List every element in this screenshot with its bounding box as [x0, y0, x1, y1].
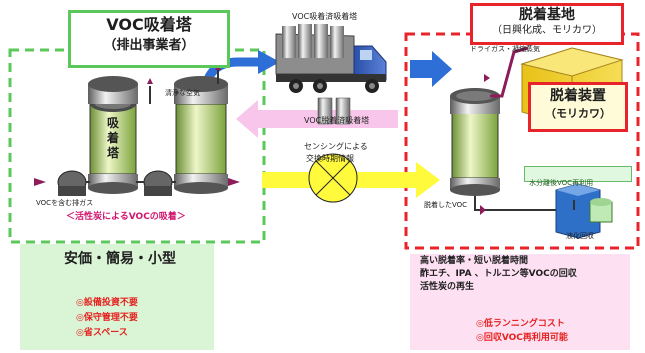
exchange-label-line2: 交換時期情報 [306, 154, 354, 163]
left-tower-label-text: 吸着塔 [106, 116, 119, 160]
right-benefit-line-3: 活性炭の再生 [420, 282, 475, 292]
right-benefit-item-2: ◎回収VOC再利用可能 [476, 333, 568, 343]
left-tower-1 [88, 76, 138, 194]
blower-right [143, 170, 173, 196]
desorb-device-label-box: 脱着装置 （モリカワ） [528, 82, 628, 132]
desorbed-voc-label: 脱着したVOC [424, 201, 468, 209]
left-title-box: VOC吸着塔 （排出事業者） [68, 10, 230, 68]
left-title-line2: （排出事業者） [103, 38, 195, 53]
water-sep-box: 水分離後VOC再利用 [524, 166, 632, 187]
blue-curve-arrow-head [258, 50, 280, 74]
right-benefit-line-1: 高い脱着率・短い脱着時間 [420, 256, 529, 266]
pink-return-arrow [236, 100, 398, 138]
left-benefits-headline: 安価・簡易・小型 [64, 251, 176, 267]
left-tower-label: 吸着塔 [104, 116, 122, 161]
clean-air-left: 清浄な空気 [165, 89, 200, 97]
separator-tank [555, 183, 601, 239]
left-benefit-2: ◎保守管理不要 [76, 313, 138, 323]
right-benefit-line-2: 酢エチ、IPA 、トルエン等VOCの回収 [420, 269, 577, 279]
return-label: VOC脱着済吸着塔 [304, 116, 370, 125]
desorb-device-line2: （モリカワ） [545, 107, 611, 120]
green-bottle [589, 198, 613, 223]
left-tower-2 [174, 72, 228, 194]
left-benefit-1: ◎設備投資不要 [76, 298, 138, 308]
left-benefit-3: ◎省スペース [76, 328, 128, 338]
right-benefits-panel: 高い脱着率・短い脱着時間 酢エチ、IPA 、トルエン等VOCの回収 活性炭の再生… [410, 254, 630, 350]
liquefaction-label: 液化回収 [566, 232, 594, 240]
right-title-line2: （日興化成、モリカワ） [492, 25, 602, 36]
desorb-device-line1: 脱着装置 [550, 88, 606, 104]
left-benefits-panel: 安価・簡易・小型 ◎設備投資不要 ◎保守管理不要 ◎省スペース [20, 244, 214, 350]
blue-arrow-to-base [410, 51, 452, 87]
right-title-box: 脱着基地 （日興化成、モリカワ） [470, 3, 624, 45]
truck-label: VOC吸着済吸着塔 [292, 12, 358, 21]
water-sep-label: 水分離後VOC再利用 [529, 179, 594, 187]
right-region-border [404, 32, 640, 250]
exchange-label-line1: センシングによる [304, 142, 368, 151]
voc-exhaust-label: VOCを含む排ガス [36, 199, 94, 207]
dry-gas-label: ドライガス・凝縮蒸気 [470, 45, 540, 53]
returned-tanks-icon [317, 97, 351, 125]
right-benefit-item-1: ◎低ランニングコスト [476, 319, 565, 329]
right-title-line1: 脱着基地 [519, 7, 575, 23]
right-tower [450, 88, 500, 196]
left-title-line1: VOC吸着塔 [106, 15, 192, 34]
activated-carbon-caption: ＜活性炭によるVOCの吸着＞ [66, 212, 186, 222]
blower-left [57, 170, 87, 196]
truck-icon [275, 24, 387, 93]
